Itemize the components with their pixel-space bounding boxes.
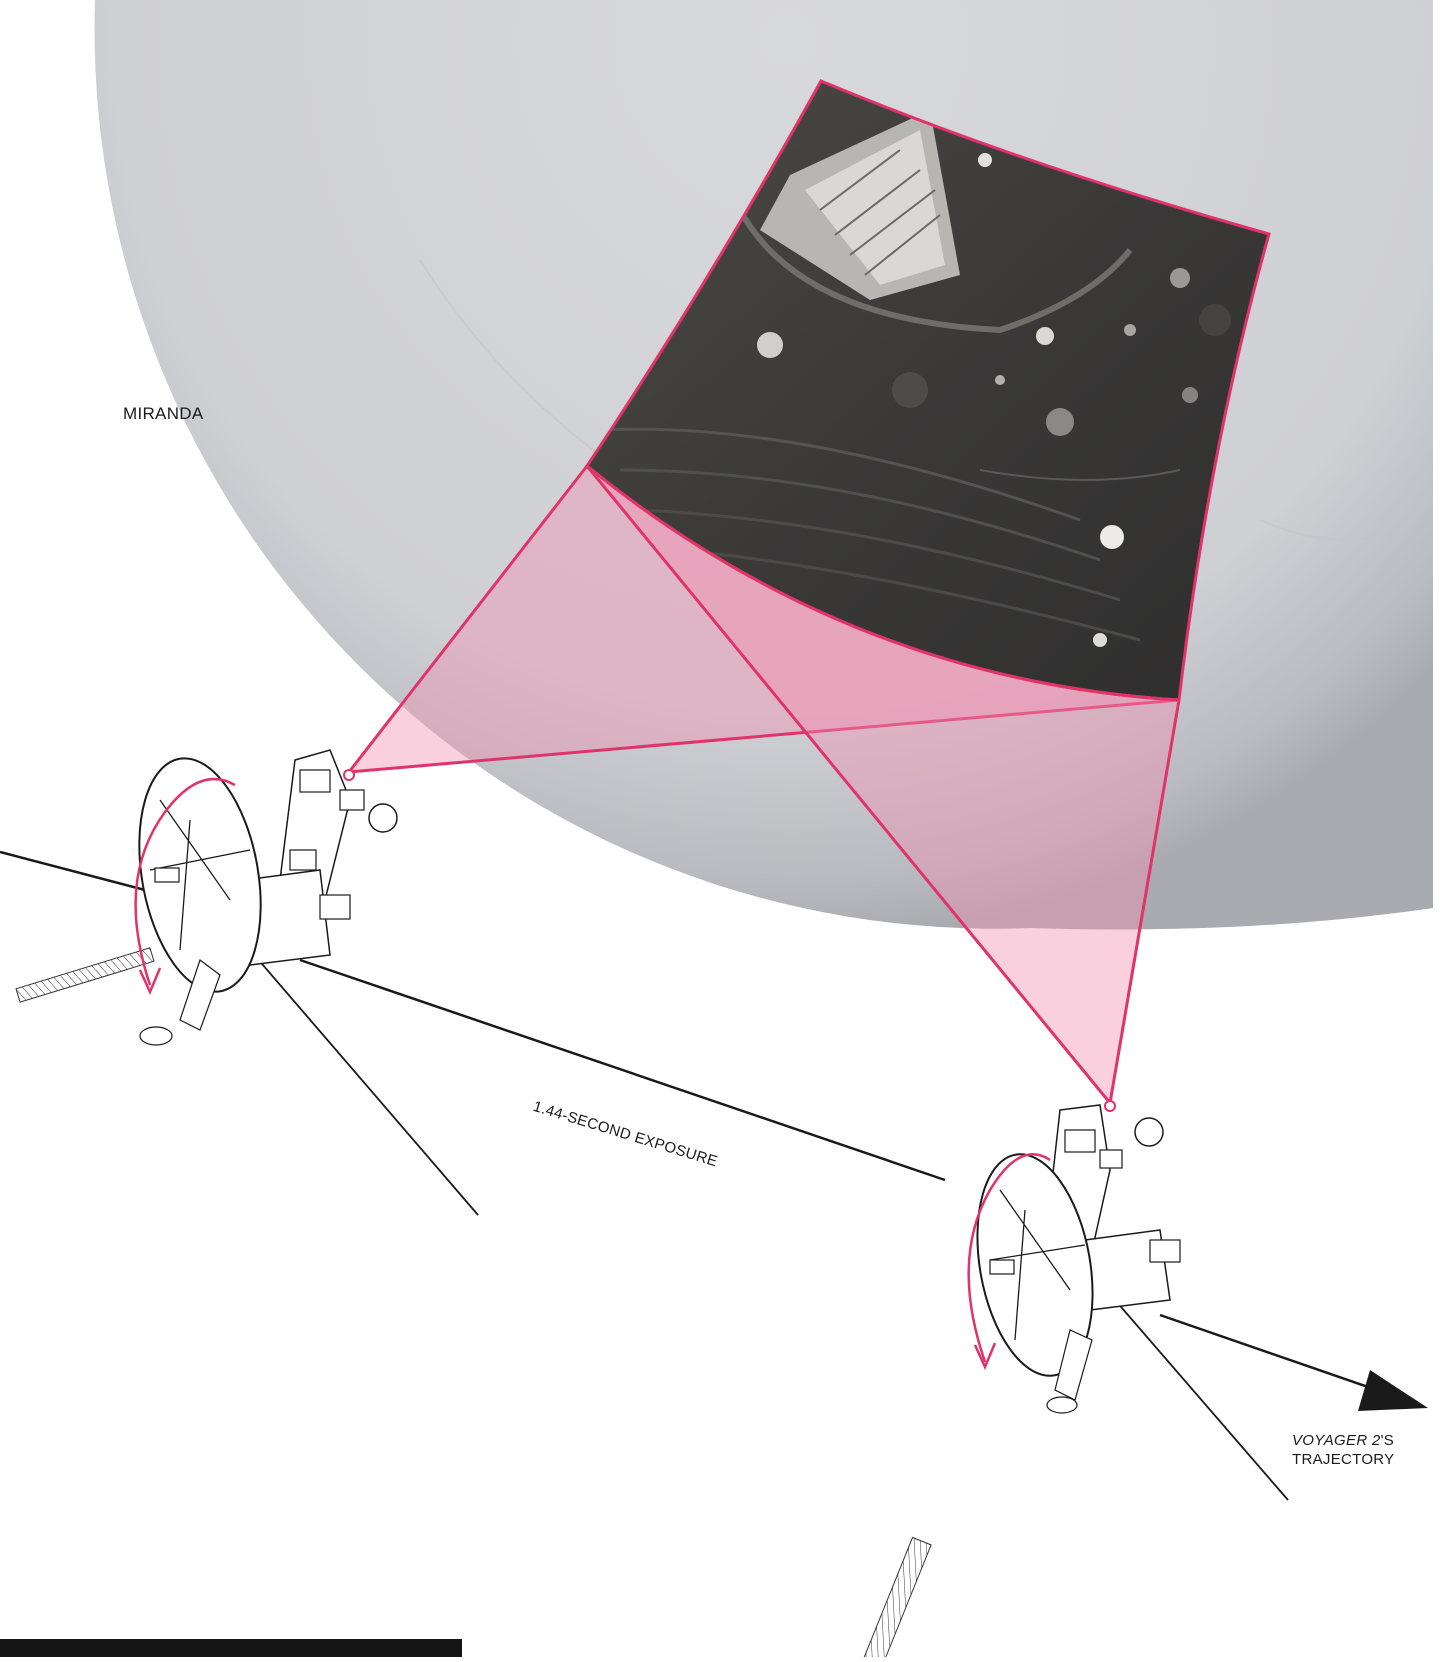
trajectory-label: VOYAGER 2'S TRAJECTORY — [1292, 1431, 1394, 1469]
voyager-spacecraft-icon — [843, 1101, 1288, 1657]
rotation-arrowhead-icon-2 — [975, 1343, 995, 1367]
moon-label: MIRANDA — [123, 404, 204, 424]
trajectory-possessive: 'S — [1381, 1432, 1394, 1449]
caption-bar — [0, 1639, 462, 1657]
voyager-spacecraft-icon — [16, 749, 478, 1215]
rotation-arrowhead-icon-1 — [140, 968, 160, 992]
trajectory-word: TRAJECTORY — [1292, 1451, 1394, 1468]
trajectory-arrowhead-icon — [1358, 1370, 1428, 1411]
trajectory-craft-name: VOYAGER 2 — [1292, 1432, 1381, 1449]
